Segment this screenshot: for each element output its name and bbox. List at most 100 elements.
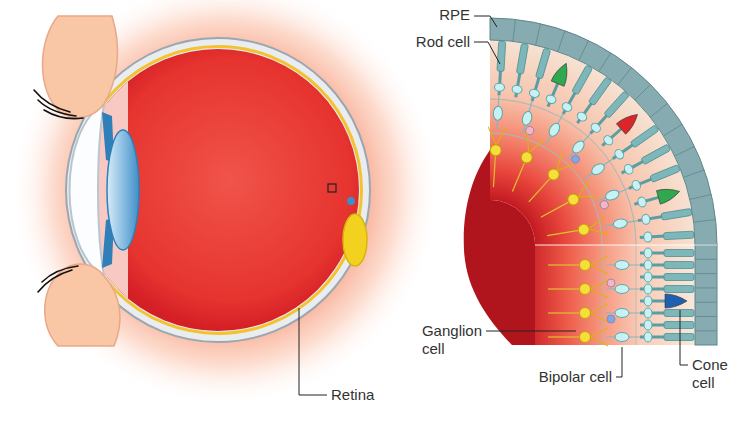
photoreceptor-nucleus [644,232,652,242]
rod-cell [661,208,692,220]
photoreceptor-nucleus [641,214,651,225]
amacrine-cell [570,154,581,165]
detail-marker [328,184,336,192]
retina-column [640,248,694,258]
photoreceptor-nucleus [561,101,574,113]
rpe-cell-border [579,40,589,60]
retina-section [484,18,717,346]
cone-cell [657,185,682,204]
photoreceptor-nucleus [613,148,625,161]
rod-cell [664,231,694,240]
ganglion-cell [580,284,591,295]
ganglion-cell [580,332,591,343]
cone-cell [551,61,572,87]
photoreceptor-nucleus [589,121,602,134]
ganglion-axon [529,178,550,202]
rod-cell [664,322,694,329]
rpe-cell-border [675,147,695,157]
rpe-cell-border [695,287,717,288]
photoreceptor-nucleus [623,163,635,176]
retina-column [595,163,682,210]
leader-line [486,331,576,332]
bipolar-cell [604,188,620,202]
eyelash [42,266,78,282]
ganglion-dendrite [587,217,608,238]
bipolar-cell [493,106,503,121]
rpe-cell-border [513,19,515,41]
ganglion-axon [548,288,580,289]
eyelash [44,110,83,119]
ganglion-cell [520,150,534,164]
photoreceptor-nucleus [528,88,540,98]
ganglion-dendrite [590,328,608,346]
leader-lines [299,16,688,395]
photoreceptor-nucleus [644,260,652,270]
ganglion-cell [580,308,591,319]
rpe-cell-border [683,170,704,177]
rpe-cell-border [536,24,541,45]
retina-column [504,60,574,195]
retina-column [640,294,687,308]
part-label: Rod cell [416,33,470,51]
retina-wedge [490,40,695,245]
leader-line [299,308,327,395]
rpe-layer [695,245,717,345]
rod-cell [516,43,528,74]
rod-cell [664,262,694,269]
rod-cell [664,310,694,317]
rpe-cell-border [664,124,683,136]
part-label: Retina [331,386,374,404]
bipolar-process [568,134,591,159]
retina-block [535,245,695,345]
photoreceptor-nucleus [644,284,652,294]
ganglion-cell [580,260,591,271]
leader-line [616,347,622,377]
rod-cell [664,274,694,281]
retina-column [582,124,660,183]
rod-cell [664,286,694,293]
rod-cell [630,125,659,148]
photoreceptor-nucleus [631,179,642,191]
retina-column [518,48,557,137]
ganglion-cell [546,167,562,183]
photoreceptor-nucleus [644,308,652,318]
ganglion-axon [541,202,569,217]
macula [347,197,355,205]
lens [107,130,139,250]
retina-column [548,304,694,323]
optic-disc [343,214,367,266]
amacrine-cell [607,315,615,323]
part-label: Bipolar cell [539,368,612,386]
retina-column [522,87,634,208]
rpe-cell-border [618,68,632,85]
leader-line [474,42,500,64]
amacrine-cell [607,279,615,287]
retina-column [640,320,694,330]
retina-column [511,43,530,98]
rpe-cell-border [635,84,651,100]
photoreceptor-nucleus [644,320,652,330]
synapse-layer [636,245,637,345]
upper-eyelid [43,16,118,118]
rpe-cell-border [599,53,611,72]
photoreceptor-nucleus [644,332,652,342]
rod-cell [572,65,593,95]
rpe-cell-border [694,220,716,222]
bipolar-process [597,188,628,201]
photoreceptor-nucleus [644,248,652,258]
retina-column [640,230,694,243]
photoreceptor-nucleus [511,85,522,95]
photoreceptor-nucleus [644,272,652,282]
photoreceptor-nucleus [494,83,504,92]
retina-layer [75,47,362,334]
rod-cell [588,77,611,105]
cone-cell [616,109,642,134]
rod-cell [535,48,550,79]
ganglion-axon [512,162,524,192]
bipolar-cell [570,139,586,155]
ganglion-axon [548,336,580,337]
retina-column [632,185,681,211]
part-label: Ganglion cell [422,322,482,358]
retina-column [573,76,613,126]
